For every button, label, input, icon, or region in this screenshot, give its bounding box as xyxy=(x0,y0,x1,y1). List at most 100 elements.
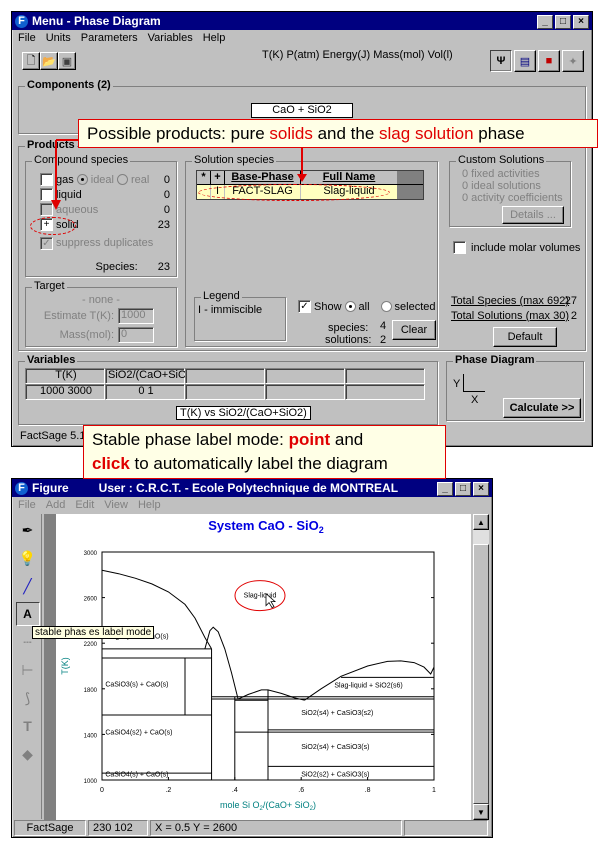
new-file-icon[interactable]: 🗋 xyxy=(22,52,40,70)
target-group: Target - none - Estimate T(K): 1000 Mass… xyxy=(25,280,177,347)
fig-menu-add[interactable]: Add xyxy=(45,499,66,511)
var-header-3[interactable] xyxy=(185,368,265,384)
menu-titlebar[interactable]: F Menu - Phase Diagram _ □ × xyxy=(12,12,592,30)
callout-text-mid: and the xyxy=(312,124,380,143)
liquid-checkbox[interactable] xyxy=(40,188,53,201)
col-full-name[interactable]: Full Name xyxy=(322,171,376,183)
legend-title: Legend xyxy=(201,290,242,302)
menu-variables[interactable]: Variables xyxy=(147,32,193,44)
point-label: Slag-liquid xyxy=(244,593,277,600)
book-icon[interactable]: ■ xyxy=(538,50,560,72)
close-button[interactable]: × xyxy=(473,482,489,496)
phase-region-label: CaSiO4(s) + CaO(s) xyxy=(105,772,168,779)
target-title: Target xyxy=(32,280,67,292)
menu-parameters[interactable]: Parameters xyxy=(80,32,138,44)
hline-icon[interactable]: ┄ xyxy=(23,633,32,650)
var-value-1[interactable]: 1000 3000 xyxy=(25,384,105,400)
species-label: species: xyxy=(328,322,369,334)
status-app: FactSage xyxy=(14,820,86,836)
minimize-button[interactable]: _ xyxy=(537,15,553,29)
fig-menu-help[interactable]: Help xyxy=(137,499,161,511)
text-t-icon[interactable]: T xyxy=(23,718,32,734)
mass-field[interactable]: 0 xyxy=(118,327,154,343)
vline-icon[interactable]: ⊢ xyxy=(21,661,34,678)
selected-radio[interactable] xyxy=(380,301,392,312)
phase-region-label: SiO2(s2) + CaSiO3(s) xyxy=(301,772,369,779)
lightning-icon[interactable]: ✦ xyxy=(562,50,584,72)
menu-help[interactable]: Help xyxy=(202,32,226,44)
estimate-field[interactable]: 1000 xyxy=(118,308,154,324)
close-button[interactable]: × xyxy=(573,15,589,29)
callout2-point: point xyxy=(288,430,331,449)
gas-checkbox[interactable] xyxy=(40,173,53,186)
var-value-4[interactable] xyxy=(265,384,345,400)
col-star[interactable]: * xyxy=(197,171,211,184)
menu-bar: File Units Parameters Variables Help xyxy=(12,30,592,46)
callout2-text-1: Stable phase label mode: xyxy=(92,430,289,449)
total-solutions-value: 2 xyxy=(570,310,577,322)
fill-icon[interactable]: ◆ xyxy=(22,745,33,762)
clear-button[interactable]: Clear xyxy=(392,320,436,340)
line-icon[interactable]: ╱ xyxy=(23,577,32,594)
figure-user: User : C.R.C.T. - Ecole Polytechnique de… xyxy=(98,481,399,495)
window-title: Menu - Phase Diagram xyxy=(32,14,161,28)
suppress-duplicates-checkbox[interactable]: ✓ xyxy=(40,236,53,250)
all-radio[interactable] xyxy=(344,301,356,312)
phase-region-label: CaSiO4(s2) + CaO(s) xyxy=(105,729,172,736)
real-radio[interactable] xyxy=(117,174,128,185)
show-checkbox[interactable]: ✓ xyxy=(298,300,311,313)
default-button[interactable]: Default xyxy=(493,327,557,347)
var-value-5[interactable] xyxy=(345,384,425,400)
scroll-down-button[interactable]: ▼ xyxy=(473,804,489,820)
open-folder-icon[interactable]: 📂 xyxy=(40,52,58,70)
molar-volumes-checkbox[interactable] xyxy=(453,241,466,254)
table-edit-icon[interactable]: ▤ xyxy=(514,50,536,72)
lightbulb-icon[interactable]: 💡 xyxy=(18,549,37,566)
components-formula[interactable]: CaO + SiO2 xyxy=(251,103,353,118)
factsage-logo-icon: F xyxy=(15,481,28,495)
var-header-1[interactable]: T(K) xyxy=(25,368,105,384)
maximize-button[interactable]: □ xyxy=(555,15,571,29)
menu-file[interactable]: File xyxy=(18,32,36,44)
fig-menu-view[interactable]: View xyxy=(104,499,128,511)
liquid-label: liquid xyxy=(56,188,82,201)
var-header-5[interactable] xyxy=(345,368,425,384)
details-button[interactable]: Details ... xyxy=(502,206,564,224)
gas-count: 0 xyxy=(163,173,170,186)
x-tick-label: 1 xyxy=(432,787,436,794)
var-header-4[interactable] xyxy=(265,368,345,384)
y-tick-label: 2200 xyxy=(84,642,98,648)
y-axis-label: Y xyxy=(453,378,461,390)
utensils-icon[interactable]: Ψ xyxy=(490,50,512,72)
scroll-up-button[interactable]: ▲ xyxy=(473,514,489,530)
save-disk-icon[interactable]: ▣ xyxy=(58,52,76,70)
label-a-icon[interactable]: A xyxy=(15,602,40,626)
liquidus-curve xyxy=(237,689,305,701)
curve-icon[interactable]: ⟆ xyxy=(24,689,31,706)
var-value-2[interactable]: 0 1 xyxy=(105,384,185,400)
phase-region-label: Slag-liquid + SiO2(s6) xyxy=(334,683,402,690)
menu-units[interactable]: Units xyxy=(45,32,71,44)
fig-menu-edit[interactable]: Edit xyxy=(75,499,95,511)
fig-menu-file[interactable]: File xyxy=(18,499,36,511)
callout-slag: slag solution xyxy=(379,124,474,143)
solid-count: 23 xyxy=(157,218,170,231)
scroll-thumb[interactable] xyxy=(473,544,489,804)
figure-titlebar[interactable]: F Figure User : C.R.C.T. - Ecole Polytec… xyxy=(12,479,492,497)
calculate-button[interactable]: Calculate >> xyxy=(503,398,581,418)
gas-row: gas ideal real 0 xyxy=(40,172,170,187)
var-value-3[interactable] xyxy=(185,384,265,400)
callout-products: Possible products: pure solids and the s… xyxy=(78,119,598,148)
aqueous-checkbox[interactable] xyxy=(40,203,53,216)
col-plus[interactable]: + xyxy=(211,171,225,184)
pen-icon[interactable]: ✒ xyxy=(21,521,34,538)
components-title: Components (2) xyxy=(25,79,113,91)
maximize-button[interactable]: □ xyxy=(455,482,471,496)
var-header-2[interactable]: SiO2/(CaO+SiO2) xyxy=(105,368,196,384)
callout2-click: click xyxy=(92,454,130,473)
vertical-scrollbar[interactable]: ▲ ▼ xyxy=(473,514,489,820)
minimize-button[interactable]: _ xyxy=(437,482,453,496)
species-count: 23 xyxy=(157,261,170,273)
ideal-radio[interactable] xyxy=(76,174,88,185)
